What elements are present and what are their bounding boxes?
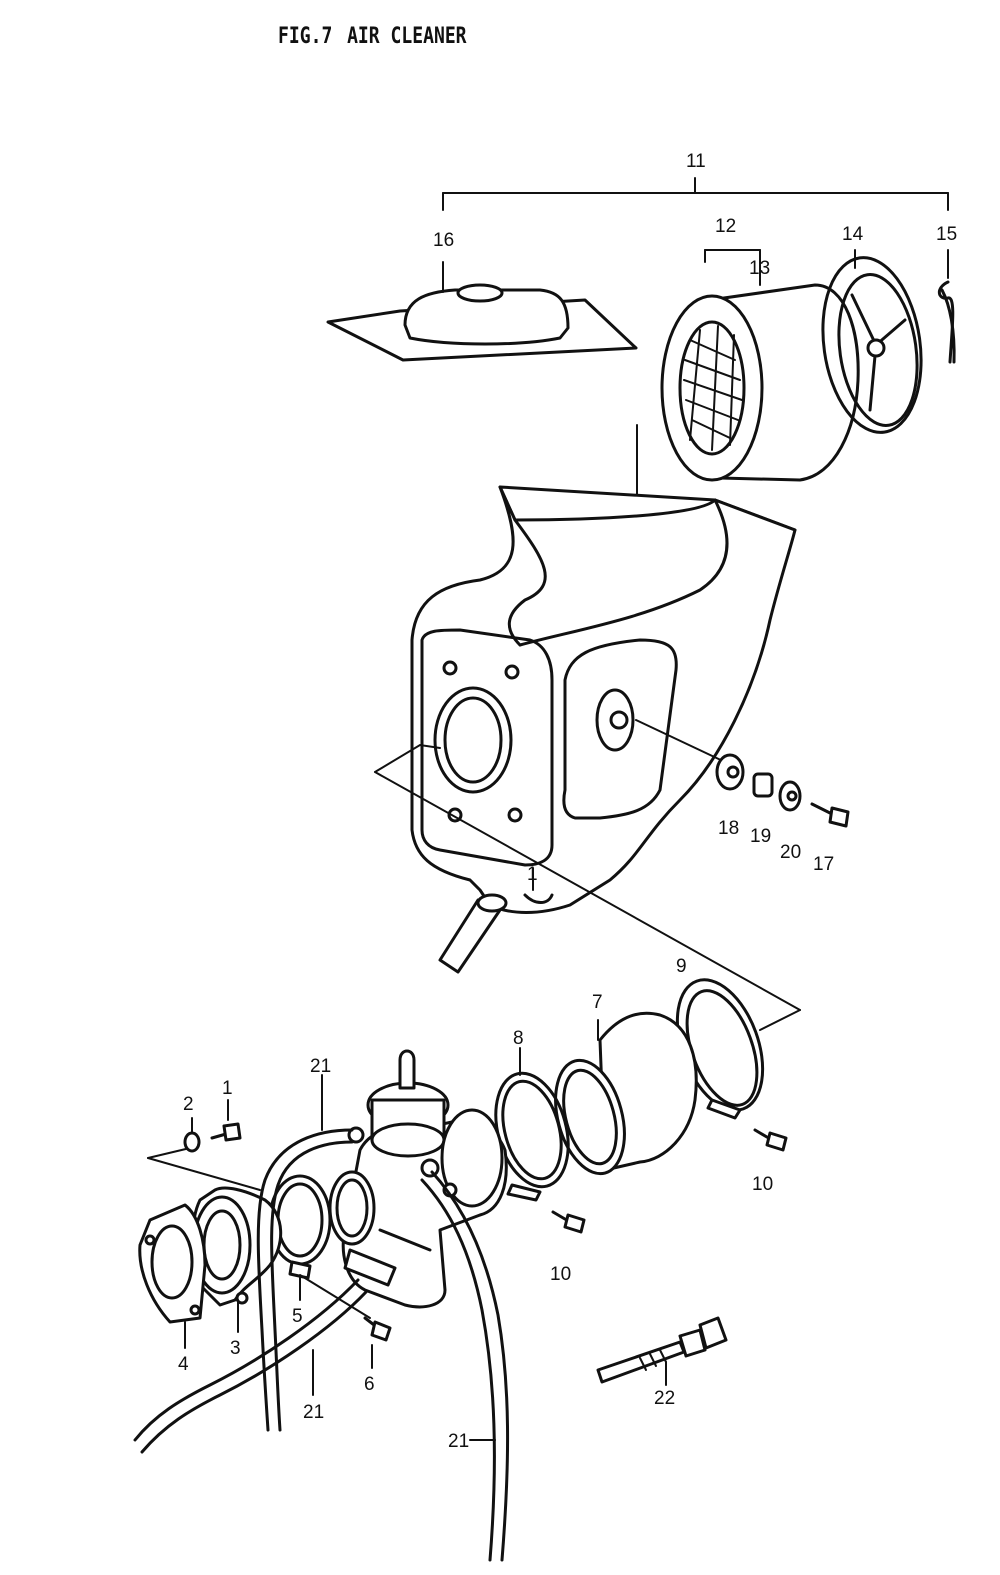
callout-labels: 11 16 12 13 14 15 1 18 19 20 17 9 7 8 10… [178,151,957,1452]
carb-inlet-rings [328,1170,376,1246]
hose-part-21-lower-left [133,1278,368,1454]
bolt-part-17 [810,802,850,828]
hose-part-21-upper [256,1074,354,1432]
callout-5: 5 [292,1306,303,1327]
callout-12: 12 [715,216,736,237]
washer-part-20 [778,780,802,812]
mount-rubber-part-18 [715,753,745,791]
clamp-part-8 [494,1047,570,1202]
callout-10-lower: 10 [550,1264,571,1285]
collar-part-19 [752,772,774,798]
figure-number: FIG.7 [278,24,333,49]
callout-21-upper: 21 [310,1056,331,1077]
figure-name: AIR CLEANER [347,24,467,49]
callout-15: 15 [936,224,957,245]
callout-20: 20 [780,842,801,863]
air-cleaner-case-part-1 [410,485,797,974]
callout-21-lower-right: 21 [448,1431,469,1452]
cover-lid-part-16 [326,261,638,362]
callout-9: 9 [676,956,687,977]
filter-mesh [683,325,743,451]
hose-part-21-lower-right [420,1170,510,1562]
retainer-plate-part-14 [821,249,923,434]
callout-2: 2 [183,1094,194,1115]
screw-part-6 [299,1274,392,1369]
callout-1-bolt: 1 [222,1078,233,1099]
washer-part-2 [183,1117,201,1153]
callout-21-lower-left: 21 [303,1402,324,1423]
carburetor [341,1049,508,1309]
screw-part-10-lower [551,1210,586,1234]
callout-8: 8 [513,1028,524,1049]
assembly-centerlines [147,719,801,1191]
filter-element-part-13 [636,249,860,501]
assembly-bracket-11 [442,177,949,211]
callout-4: 4 [178,1354,189,1375]
clip-part-15 [937,249,956,364]
screw-part-10-upper [753,1128,788,1152]
callout-19: 19 [750,826,771,847]
gasket-part-4 [138,1203,207,1349]
bolt-part-1 [210,1099,242,1142]
callout-6: 6 [364,1374,375,1395]
callout-10-upper: 10 [752,1174,773,1195]
callout-14: 14 [842,224,864,245]
callout-11: 11 [686,151,706,172]
figure-title: FIG.7 AIR CLEANER [278,24,481,49]
callout-18: 18 [718,818,739,839]
needle-part-22 [596,1316,728,1386]
callout-16: 16 [433,230,454,251]
callout-1-case: 1 [527,864,538,885]
callout-22: 22 [654,1388,675,1409]
callout-13: 13 [749,258,770,279]
callout-7: 7 [592,992,603,1013]
callout-3: 3 [230,1338,241,1359]
callout-17: 17 [813,854,834,875]
intake-boot-part-7 [554,1011,698,1176]
